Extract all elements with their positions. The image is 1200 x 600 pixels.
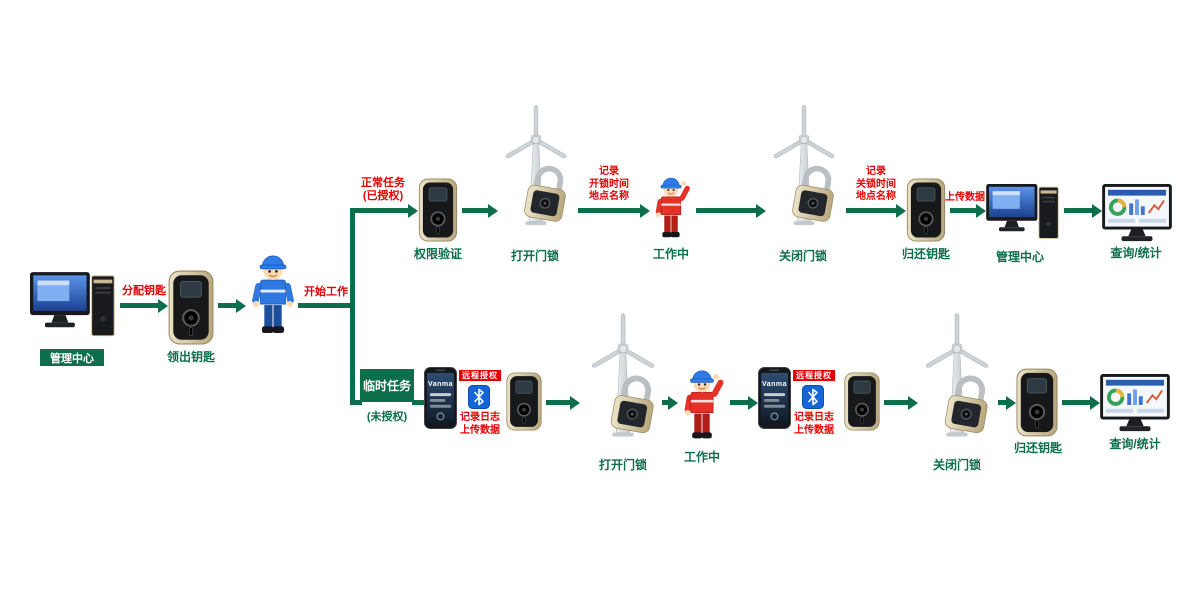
temp-task-box: 临时任务 xyxy=(360,369,414,402)
close-lock-label-bottom: 关闭门锁 xyxy=(932,458,981,472)
worker-bottom-icon xyxy=(678,364,726,446)
smart-key-icon xyxy=(506,372,542,431)
flow-arrow xyxy=(846,203,906,218)
take-key-reader-icon xyxy=(168,270,214,345)
upload-data-text: 上传数据 xyxy=(945,192,985,203)
flow-line xyxy=(350,400,362,405)
assign-key-text: 分配钥匙 xyxy=(122,285,166,297)
flow-arrow xyxy=(998,395,1016,410)
flow-arrow xyxy=(1062,395,1100,410)
remote-auth-badge: 远程授权 xyxy=(459,370,501,381)
record-unlock-text: 记录 开锁时间 地点名称 xyxy=(589,166,629,202)
data-center-computer-icon xyxy=(986,184,1060,248)
center-label-top: 管理中心 xyxy=(995,250,1044,264)
return-key-reader-icon-bottom xyxy=(1016,368,1058,437)
phone-brand-text: Vanma xyxy=(427,381,454,388)
phone-brand-text: Vanma xyxy=(761,381,788,388)
log-upload-text: 记录日志 上传数据 xyxy=(794,412,834,436)
flow-arrow xyxy=(578,203,650,218)
branch-line xyxy=(350,208,355,405)
flow-arrow xyxy=(218,298,246,313)
remote-auth-badge: 远程授权 xyxy=(793,370,835,381)
verify-label: 权限验证 xyxy=(413,247,462,261)
bluetooth-icon xyxy=(468,385,490,409)
stats-monitor-icon-top xyxy=(1102,184,1172,244)
smart-key-icon xyxy=(844,372,880,431)
wind-turbine-lock-icon xyxy=(498,102,574,244)
normal-task-text: 正常任务 (已授权) xyxy=(361,177,405,202)
return-key-label-top: 归还钥匙 xyxy=(901,247,950,261)
wind-turbine-lock-icon xyxy=(918,310,996,456)
management-center-label: 管理中心 xyxy=(40,349,104,366)
query-label-bottom: 查询/统计 xyxy=(1109,437,1161,451)
temp-task-note: (未授权) xyxy=(366,411,408,423)
take-key-label: 领出钥匙 xyxy=(166,350,215,364)
return-key-label-bottom: 归还钥匙 xyxy=(1013,441,1062,455)
log-upload-text: 记录日志 上传数据 xyxy=(460,412,500,436)
worker-start-icon xyxy=(246,247,300,340)
stats-monitor-icon-bottom xyxy=(1100,374,1170,434)
working-label-bottom: 工作中 xyxy=(683,450,720,464)
flow-arrow xyxy=(730,395,758,410)
close-lock-label-top: 关闭门锁 xyxy=(778,249,827,263)
flow-line xyxy=(412,400,424,405)
flow-arrow xyxy=(950,203,986,218)
record-lock-text: 记录 关锁时间 地点名称 xyxy=(856,166,896,202)
start-work-text: 开始工作 xyxy=(304,286,348,298)
worker-top-icon xyxy=(650,172,692,244)
flow-line xyxy=(298,303,355,308)
query-label-top: 查询/统计 xyxy=(1110,246,1162,260)
return-key-reader-icon-top xyxy=(906,178,946,242)
flow-arrow xyxy=(662,395,678,410)
flow-arrow xyxy=(1064,203,1102,218)
wind-turbine-lock-icon xyxy=(766,102,842,244)
verify-reader-icon xyxy=(418,178,458,242)
management-computer-icon xyxy=(30,272,116,347)
flow-arrow xyxy=(350,203,418,218)
wind-turbine-lock-icon xyxy=(584,310,662,456)
open-lock-label-bottom: 打开门锁 xyxy=(598,458,647,472)
bluetooth-icon xyxy=(802,385,824,409)
flow-arrow xyxy=(546,395,580,410)
flow-arrow xyxy=(696,203,766,218)
flow-arrow xyxy=(462,203,498,218)
open-lock-label-top: 打开门锁 xyxy=(510,249,559,263)
flow-arrow xyxy=(884,395,918,410)
flow-arrow xyxy=(120,298,168,313)
working-label-top: 工作中 xyxy=(652,247,689,261)
